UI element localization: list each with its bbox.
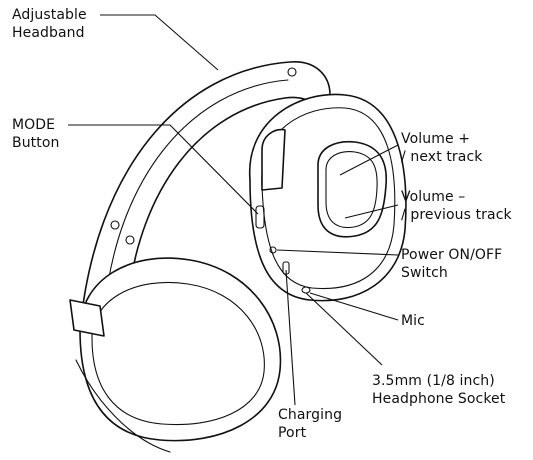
label-headphone-socket: 3.5mm (1/8 inch) Headphone Socket — [372, 372, 505, 408]
leader-volume-up — [339, 144, 399, 176]
label-adjustable-headband: Adjustable Headband — [12, 6, 87, 42]
leader-lines — [68, 14, 399, 406]
label-charging-port-line2: Port — [278, 425, 307, 441]
label-volume-up: Volume + / next track — [401, 130, 482, 166]
leader-socket — [305, 292, 383, 366]
label-volume-down-line1: Volume – — [401, 189, 466, 205]
label-headphone-socket-line2: Headphone Socket — [372, 391, 506, 407]
label-mic: Mic — [401, 312, 425, 330]
label-charging-port: Charging Port — [278, 406, 342, 442]
label-adjustable-headband-line2: Headband — [12, 25, 85, 41]
leader-volume-down — [344, 204, 399, 219]
label-power-switch: Power ON/OFF Switch — [401, 246, 502, 282]
label-mic-line1: Mic — [401, 313, 425, 329]
label-power-switch-line2: Switch — [401, 265, 448, 281]
label-volume-up-line2: / next track — [401, 149, 483, 165]
label-volume-down: Volume – / previous track — [401, 188, 512, 224]
leader-headband — [100, 14, 219, 71]
leader-mode — [68, 124, 259, 215]
leader-power — [276, 249, 399, 256]
right-ear-cup — [249, 93, 407, 302]
label-mode-button-line1: MODE — [12, 117, 56, 133]
label-mode-button-line2: Button — [12, 135, 60, 151]
leader-mic — [309, 292, 399, 321]
label-adjustable-headband-line1: Adjustable — [12, 7, 87, 23]
label-volume-up-line1: Volume + — [401, 131, 471, 147]
left-ear-cup — [69, 257, 282, 453]
label-headphone-socket-line1: 3.5mm (1/8 inch) — [372, 373, 495, 389]
label-charging-port-line1: Charging — [278, 407, 343, 423]
label-power-switch-line1: Power ON/OFF — [401, 247, 503, 263]
label-mode-button: MODE Button — [12, 116, 60, 152]
label-volume-down-line2: / previous track — [401, 207, 512, 223]
leader-charging — [285, 269, 296, 406]
